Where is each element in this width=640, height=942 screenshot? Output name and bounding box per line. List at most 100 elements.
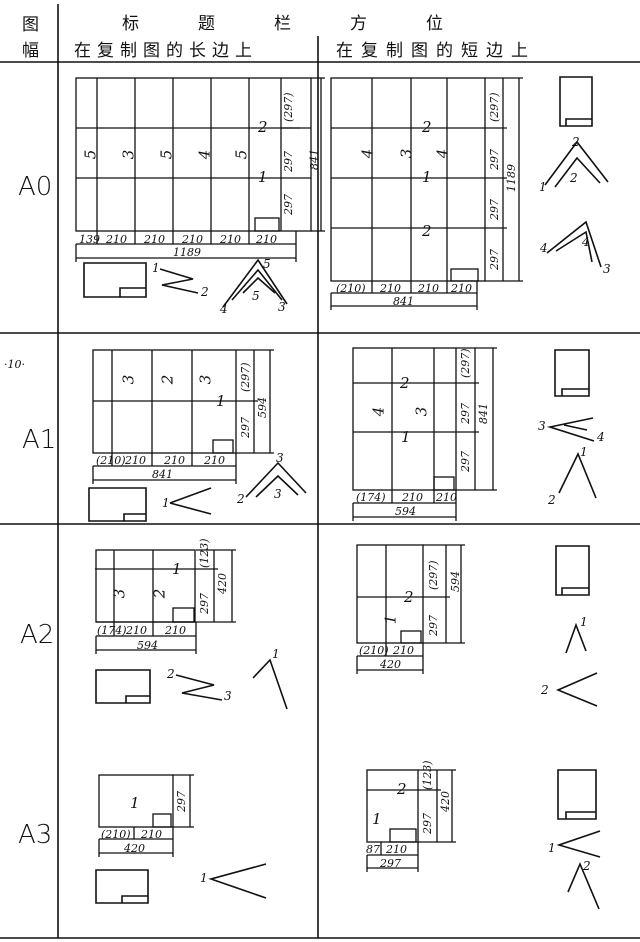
- a0-long-fold-icons: [83, 258, 288, 308]
- format-label-a1: A1: [22, 425, 57, 455]
- zone-label: 4: [358, 148, 377, 159]
- zone-label: 3: [397, 148, 416, 159]
- dim-label: (297): [488, 92, 501, 122]
- header-long-side: 在复制图的长边上: [74, 41, 258, 61]
- dim-label: 297: [488, 199, 501, 220]
- zone-label: 2: [397, 780, 407, 798]
- header-format-char-2: 幅: [22, 41, 40, 61]
- fold-number: 3: [274, 487, 282, 501]
- dim-label: (210): [96, 454, 126, 467]
- fold-number: 2: [583, 859, 591, 873]
- a3-long-fold-icons: [95, 863, 267, 904]
- dim-total-label: 420: [216, 573, 229, 594]
- dim-total-label: 1189: [173, 246, 201, 259]
- a1-long-fold-icons: [88, 461, 307, 522]
- dim-label: (174): [356, 491, 386, 504]
- dim-label: 210: [182, 233, 203, 246]
- dim-label: 297: [427, 615, 440, 636]
- dim-label: 210: [220, 233, 241, 246]
- a3-long-sheet: [98, 774, 194, 857]
- dim-label: 210: [393, 644, 414, 657]
- dim-total-label: 420: [439, 791, 452, 812]
- dim-label: 210: [418, 282, 439, 295]
- dim-label: (210): [101, 828, 131, 841]
- fold-number: 3: [538, 419, 546, 433]
- dim-total-label: 841: [152, 468, 173, 481]
- dim-label: 210: [125, 454, 146, 467]
- fold-number: 2: [237, 492, 245, 506]
- dim-label: 297: [459, 451, 472, 472]
- dim-label: 297: [488, 249, 501, 270]
- a2-long-sheet: [95, 549, 236, 654]
- fold-number: 1: [539, 180, 547, 194]
- dim-label: (123): [198, 538, 211, 568]
- dim-label: 210: [141, 828, 162, 841]
- a1-short-fold-icons: [546, 349, 597, 499]
- zone-label: 2: [422, 222, 432, 240]
- a2-short-fold-icons: [555, 545, 598, 707]
- dim-total-label: 594: [137, 639, 158, 652]
- a1-short-sheet: [352, 347, 497, 521]
- zone-label: 3: [119, 149, 138, 160]
- zone-label: 1: [381, 614, 400, 625]
- dim-label: (297): [239, 362, 252, 392]
- dim-label: (297): [282, 92, 295, 122]
- fold-number: 4: [597, 430, 605, 444]
- dim-label: 210: [204, 454, 225, 467]
- zone-label: 5: [157, 149, 176, 160]
- dim-label: 297: [282, 151, 295, 172]
- fold-number: 2: [572, 135, 580, 149]
- fold-number: 1: [548, 841, 556, 855]
- dim-label: 210: [165, 624, 186, 637]
- dim-label: 297: [488, 149, 501, 170]
- zone-label: 4: [433, 148, 452, 159]
- dim-total-label: 594: [256, 397, 269, 418]
- fold-number: 1: [580, 445, 588, 459]
- dim-label: 297: [282, 194, 295, 215]
- fold-number: 2: [570, 171, 578, 185]
- a0-long-sheet: [75, 77, 325, 262]
- dim-label: (123): [421, 760, 434, 790]
- dim-label: 210: [451, 282, 472, 295]
- zone-label: 2: [422, 118, 432, 136]
- a0-short-sheet: [330, 77, 523, 310]
- zone-label: 3: [412, 406, 431, 417]
- dim-label: 210: [380, 282, 401, 295]
- a0-short-fold-icons: [544, 76, 609, 268]
- zone-label: 1: [172, 560, 182, 578]
- fold-number: 2: [541, 683, 549, 697]
- format-label-a0: A0: [18, 172, 53, 202]
- header-title-block: 标 题 栏 方 位: [122, 14, 445, 34]
- dim-total-label: 841: [393, 295, 414, 308]
- dim-total-label: 841: [308, 149, 321, 170]
- a1-long-sheet: [92, 349, 274, 484]
- dim-total-label: 841: [477, 403, 490, 424]
- dim-label: 210: [402, 491, 423, 504]
- zone-label: 1: [401, 428, 411, 446]
- a3-short-fold-icons: [556, 769, 601, 910]
- dim-label: 210: [386, 843, 407, 856]
- dim-label: 210: [144, 233, 165, 246]
- zone-label: 4: [195, 149, 214, 160]
- fold-number: 4: [540, 241, 548, 255]
- fold-number: 3: [278, 300, 286, 314]
- fold-number: 1: [162, 496, 170, 510]
- zone-label: 3: [119, 374, 138, 385]
- fold-number: 4: [582, 235, 590, 249]
- fold-number: 1: [200, 871, 208, 885]
- zone-label: 1: [422, 168, 432, 186]
- header-short-side: 在复制图的短边上: [336, 41, 536, 61]
- dim-label: 297: [239, 417, 252, 438]
- dim-label: (210): [336, 282, 366, 295]
- a2-short-sheet: [356, 544, 465, 674]
- dim-label: 297: [175, 791, 188, 812]
- dim-label: 210: [436, 491, 457, 504]
- zone-label: 1: [258, 168, 268, 186]
- format-label-a3: A3: [18, 820, 53, 850]
- dim-label: 210: [106, 233, 127, 246]
- dim-total-label: 420: [380, 658, 401, 671]
- zone-label: 4: [369, 406, 388, 417]
- dim-label: 297: [421, 813, 434, 834]
- dim-total-label: 420: [124, 842, 145, 855]
- dim-label: (297): [427, 560, 440, 590]
